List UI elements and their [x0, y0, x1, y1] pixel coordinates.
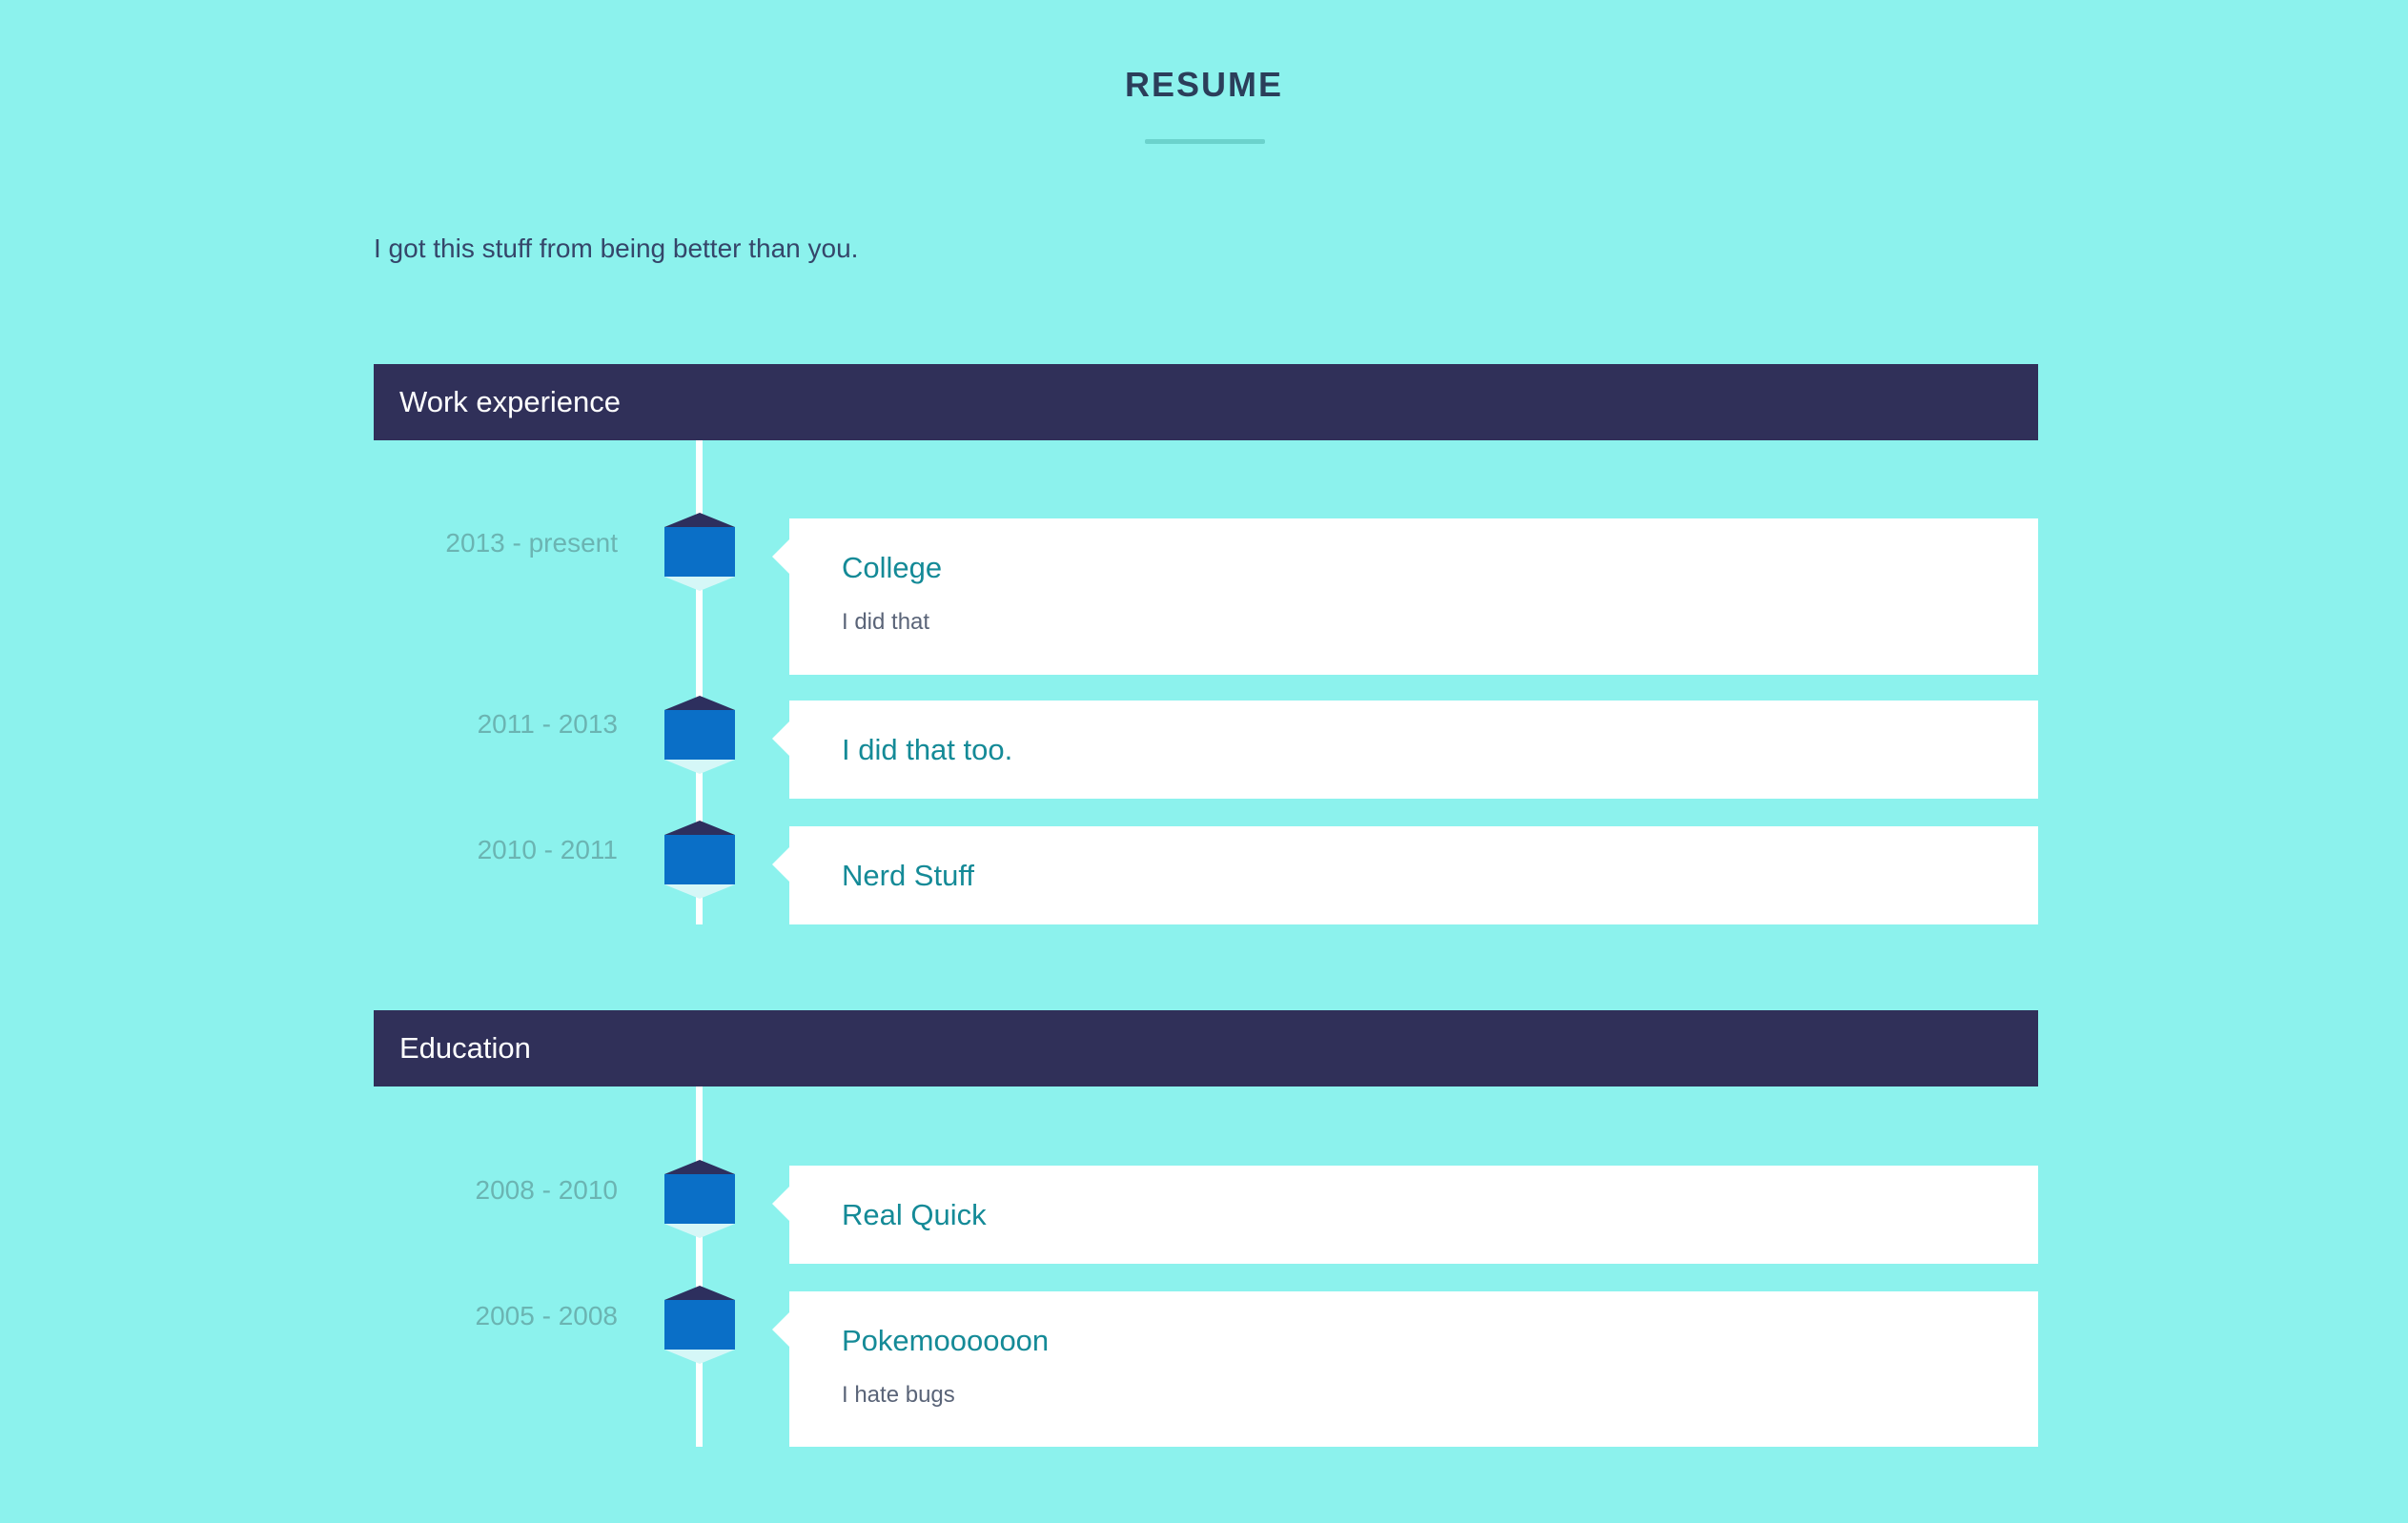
- entry-date: 2008 - 2010: [475, 1175, 618, 1205]
- timeline-entry-card: Pokemoooooon I hate bugs: [772, 1291, 2038, 1447]
- timeline-entry-card: College I did that: [772, 518, 2038, 675]
- entry-date: 2011 - 2013: [477, 709, 618, 739]
- timeline-entry-card: I did that too.: [772, 701, 2038, 799]
- entry-date: 2010 - 2011: [477, 835, 618, 864]
- work-timeline-line: [696, 440, 703, 924]
- timeline-marker-icon: [664, 696, 735, 778]
- entry-title: College: [842, 551, 943, 584]
- entry-description: I did that: [842, 609, 930, 635]
- education-timeline-line: [696, 1086, 703, 1447]
- timeline-marker-icon: [664, 1160, 735, 1242]
- timeline-marker-icon: [664, 821, 735, 903]
- title-underline: [1145, 139, 1265, 144]
- entry-title: Real Quick: [842, 1198, 987, 1231]
- timeline-marker-icon: [664, 1286, 735, 1368]
- timeline-entry-card: Real Quick: [772, 1166, 2038, 1264]
- timeline-marker-icon: [664, 513, 735, 595]
- intro-text: I got this stuff from being better than …: [374, 234, 859, 263]
- section-header-work-experience: Work experience: [374, 364, 2038, 440]
- page-title: RESUME: [1124, 65, 1284, 104]
- entry-title: I did that too.: [842, 733, 1013, 766]
- section-header-education: Education: [374, 1010, 2038, 1086]
- timeline-entry-card: Nerd Stuff: [772, 826, 2038, 924]
- entry-description: I hate bugs: [842, 1382, 955, 1408]
- entry-date: 2013 - present: [445, 528, 618, 558]
- entry-title: Pokemoooooon: [842, 1324, 1050, 1357]
- entry-title: Nerd Stuff: [842, 859, 975, 892]
- entry-date: 2005 - 2008: [475, 1301, 618, 1330]
